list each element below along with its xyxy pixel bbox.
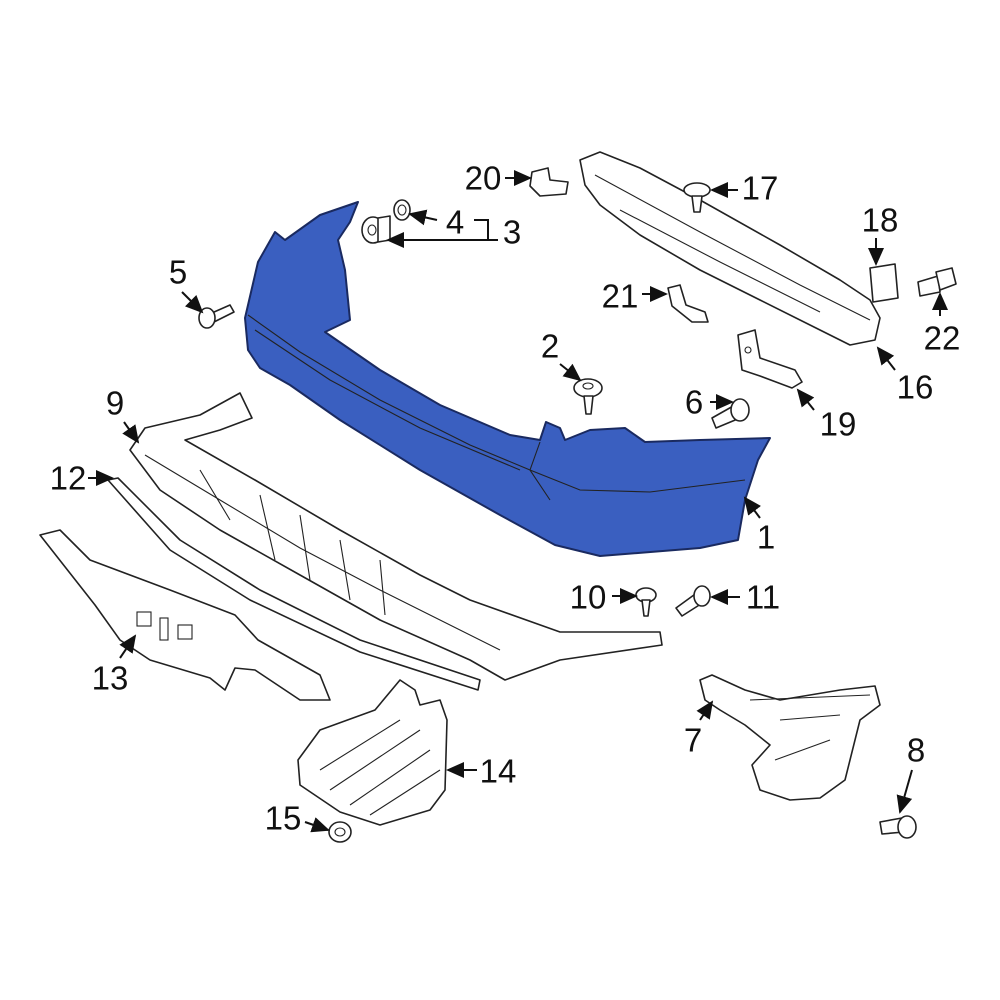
part-5-screw[interactable] [198, 304, 235, 329]
part-4-washer[interactable] [393, 199, 411, 221]
part-9-diffuser[interactable] [129, 392, 663, 681]
callout-17: 17 [742, 170, 779, 207]
part-6-screw[interactable] [711, 398, 750, 429]
callout-15: 15 [265, 800, 302, 837]
part-12-molding[interactable] [107, 477, 481, 691]
part-10-clip[interactable] [635, 587, 657, 617]
part-22-bolt[interactable] [917, 267, 957, 297]
callout-4: 4 [446, 204, 464, 241]
callout-21: 21 [602, 278, 639, 315]
part-11-screw[interactable] [675, 585, 711, 617]
callout-20: 20 [465, 160, 502, 197]
part-14-splash-shield[interactable] [297, 679, 448, 826]
callout-10: 10 [570, 579, 607, 616]
callout-6: 6 [685, 384, 703, 421]
callout-11: 11 [746, 579, 780, 616]
callout-16: 16 [897, 369, 934, 406]
callout-14: 14 [480, 753, 517, 790]
callout-labels: 1 2 3 4 5 6 7 8 9 10 11 12 13 14 15 16 1… [50, 160, 961, 837]
part-2-clip[interactable] [573, 378, 603, 415]
part-13-lower-panel[interactable] [39, 529, 331, 701]
part-16-reinforcement-beam[interactable] [579, 151, 881, 346]
callout-9: 9 [106, 385, 124, 422]
part-8-screw[interactable] [879, 815, 917, 839]
part-3-grommet[interactable] [361, 215, 391, 244]
callout-22: 22 [924, 320, 961, 357]
part-15-nut[interactable] [328, 821, 352, 843]
callout-7: 7 [684, 722, 702, 759]
part-18-pad[interactable] [869, 263, 899, 303]
callout-1: 1 [757, 519, 775, 556]
callout-3: 3 [503, 214, 521, 251]
part-19-bracket[interactable] [737, 329, 803, 389]
callout-12: 12 [50, 460, 87, 497]
leader-lines [88, 170, 948, 833]
callout-13: 13 [92, 660, 129, 697]
part-1-bumper-cover[interactable] [244, 201, 771, 557]
part-7-side-bracket[interactable] [699, 674, 881, 801]
part-20-bracket[interactable] [529, 167, 569, 197]
callout-8: 8 [907, 732, 925, 769]
part-21-bracket[interactable] [667, 284, 709, 323]
callout-19: 19 [820, 406, 857, 443]
callout-5: 5 [169, 254, 187, 291]
callout-2: 2 [541, 328, 559, 365]
callout-18: 18 [862, 202, 899, 239]
